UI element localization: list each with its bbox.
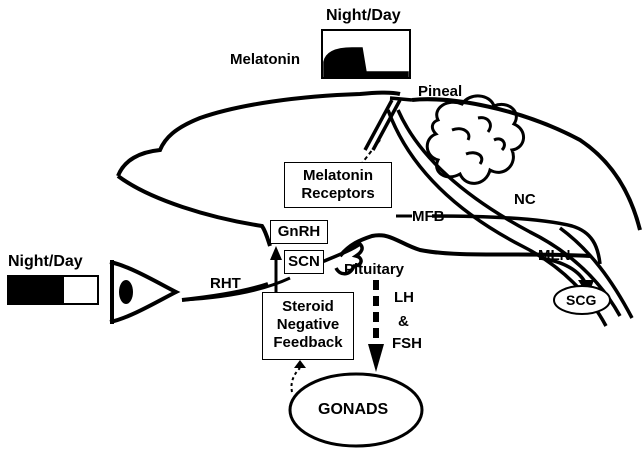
melatonin-label: Melatonin xyxy=(230,52,300,67)
steroid-line1: Steroid xyxy=(263,298,353,316)
night-day-top-label: Night/Day xyxy=(326,8,401,24)
melatonin-receptors-line1: Melatonin xyxy=(285,167,391,185)
night-day-bar-night xyxy=(8,276,64,304)
scg-label: SCG xyxy=(566,293,596,307)
fsh-label: FSH xyxy=(392,336,422,351)
pituitary-label: Pituitary xyxy=(344,262,404,277)
mfb-label: MFB xyxy=(412,209,445,224)
gnrh-box: GnRH xyxy=(270,220,328,244)
melatonin-receptors-box: Melatonin Receptors xyxy=(284,162,392,208)
amp-label: & xyxy=(398,314,409,329)
gonads-label: GONADS xyxy=(318,402,388,418)
steroid-line2: Negative xyxy=(263,316,353,334)
mln-label: MLN xyxy=(538,248,571,263)
eye-pupil xyxy=(119,280,133,304)
pituitary-to-gonads-arrowhead xyxy=(368,344,384,372)
steroid-line3: Feedback xyxy=(263,334,353,352)
gonads-to-steroid-dashed xyxy=(291,368,300,392)
pineal-label: Pineal xyxy=(418,84,462,99)
steroid-feedback-box: Steroid Negative Feedback xyxy=(262,292,354,360)
nc-label: NC xyxy=(514,192,536,207)
gonads-to-steroid-arrowhead xyxy=(294,360,306,368)
night-day-left-label: Night/Day xyxy=(8,254,83,270)
melatonin-receptors-line2: Receptors xyxy=(285,185,391,203)
brain-outline-right xyxy=(412,99,640,230)
pineal-tip xyxy=(390,98,412,100)
scn-box: SCN xyxy=(284,250,324,274)
rht-label: RHT xyxy=(210,276,241,291)
lh-label: LH xyxy=(394,290,414,305)
brain-lower-contour xyxy=(118,176,270,246)
steroid-to-gnrh-arrowhead xyxy=(270,246,282,260)
